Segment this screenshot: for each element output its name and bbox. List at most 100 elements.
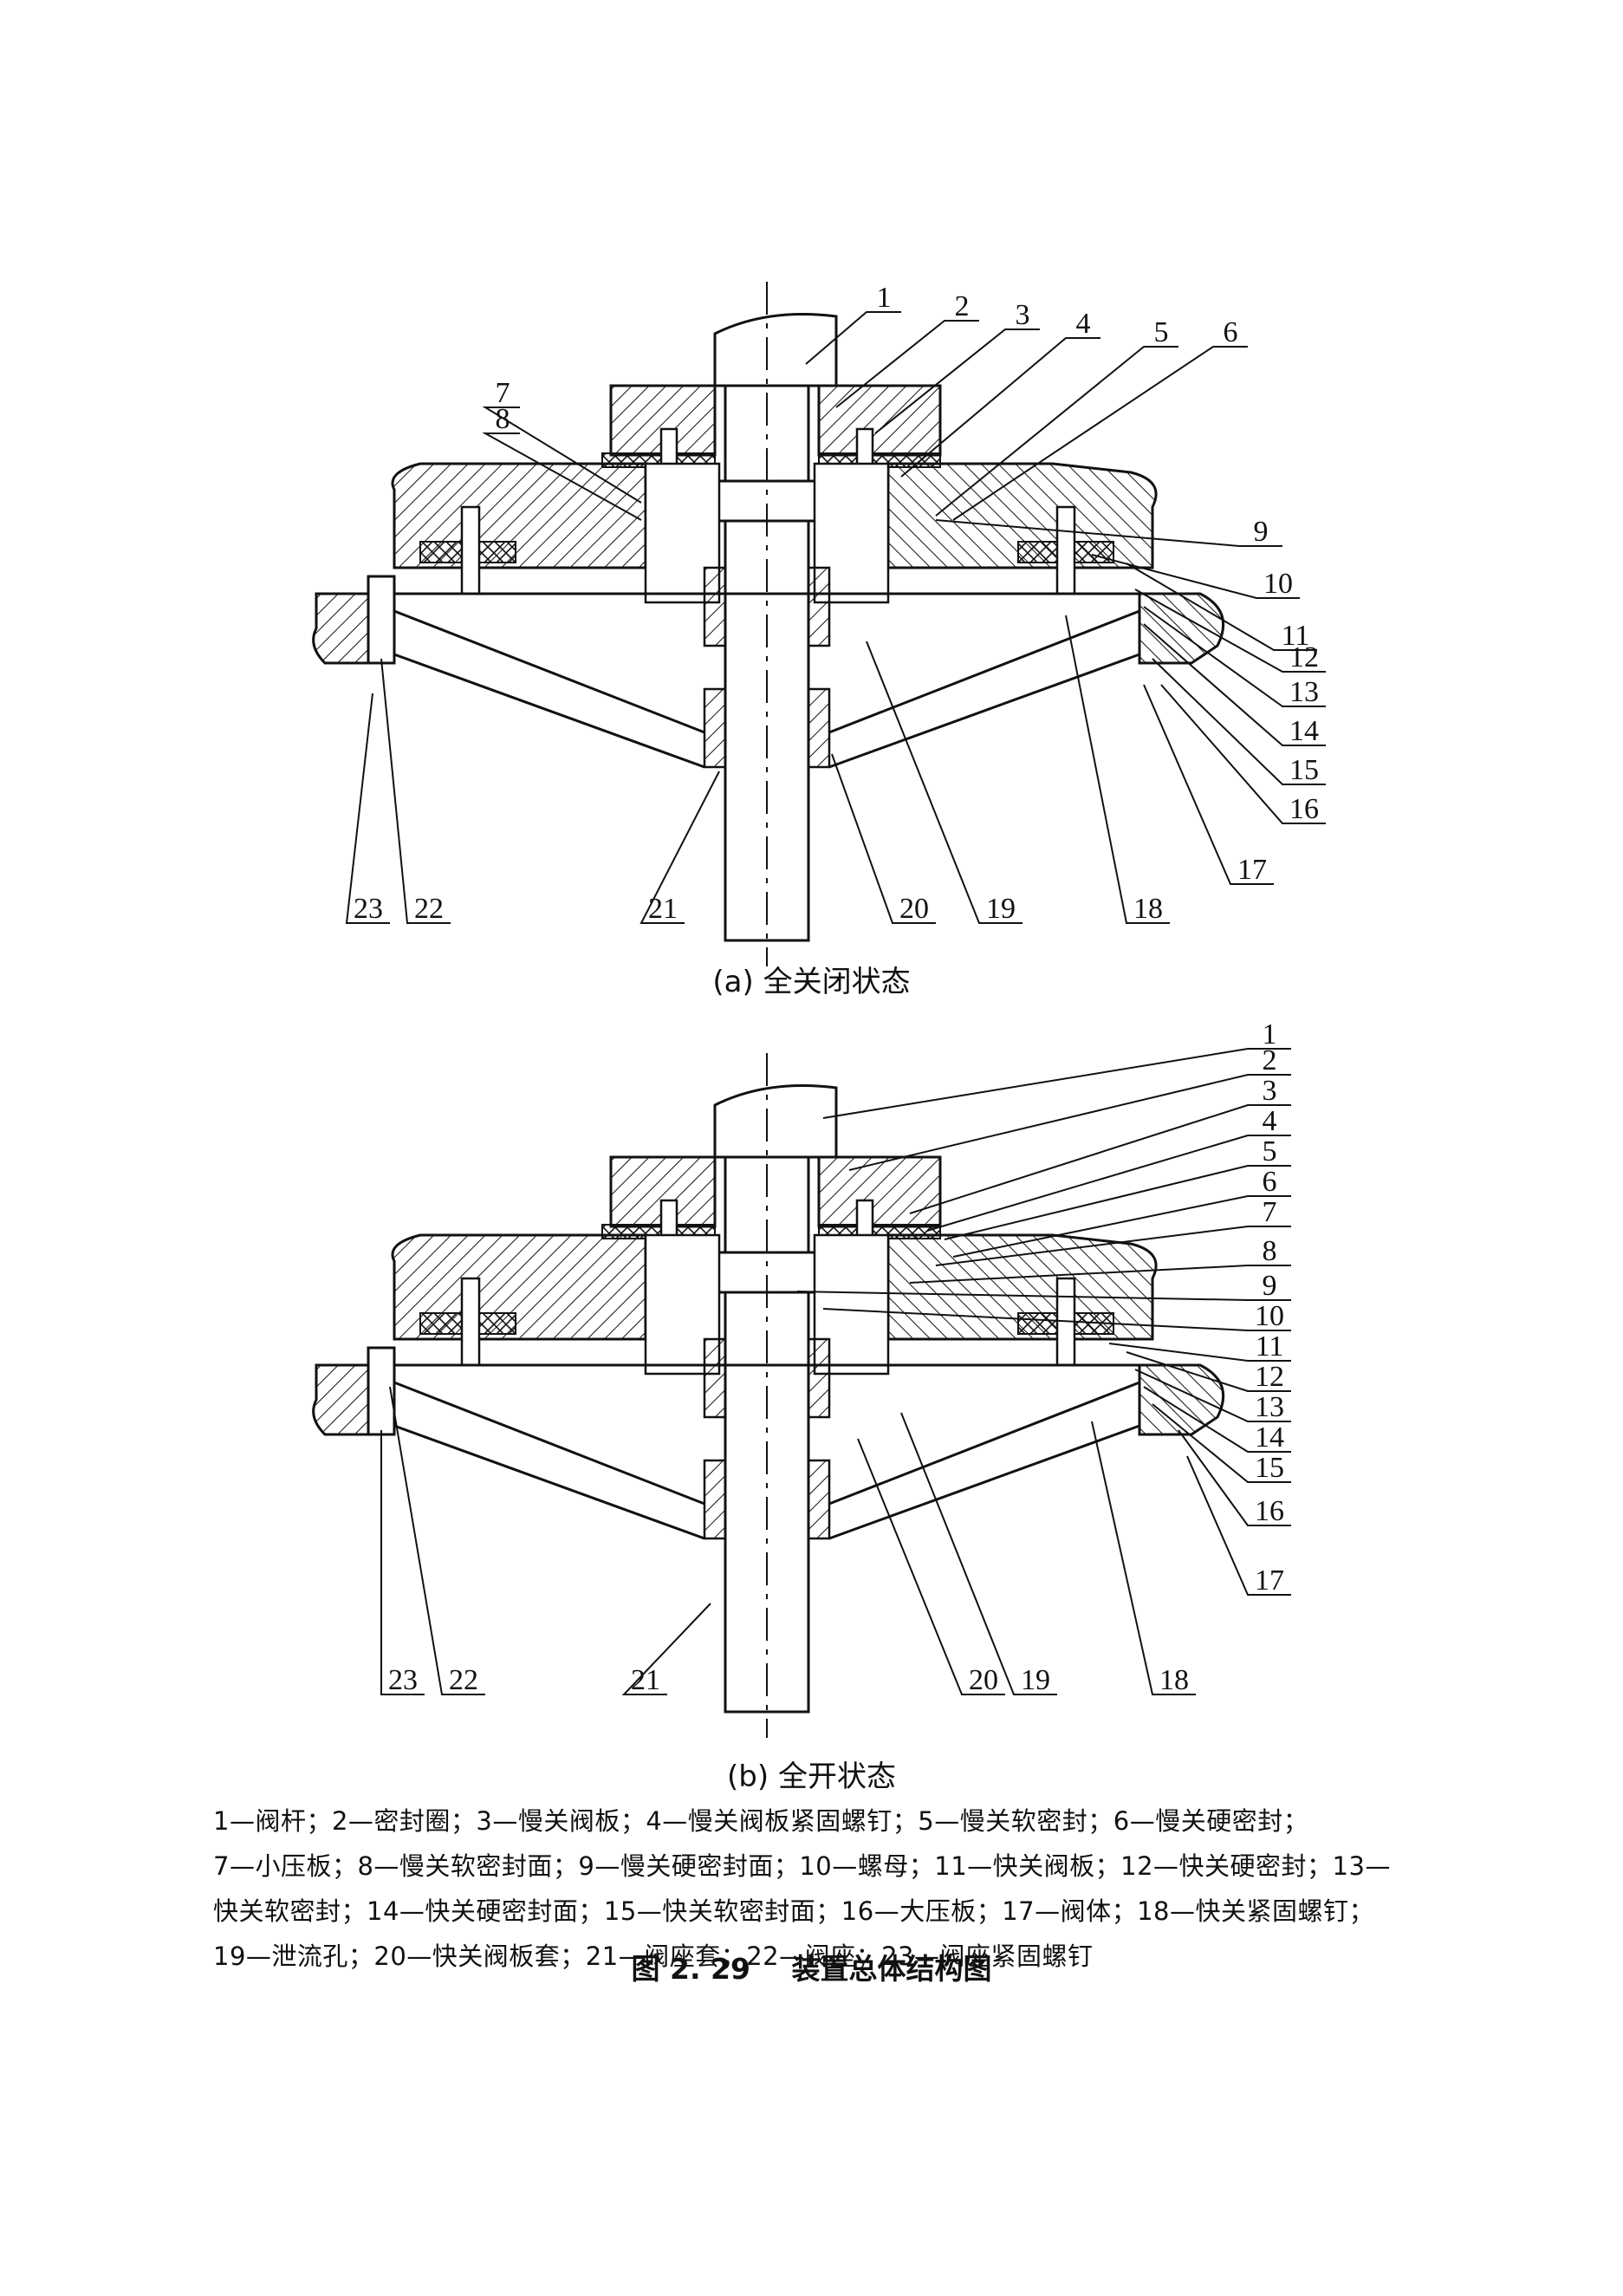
leader-line [639, 771, 720, 924]
leader-line [380, 1430, 425, 1695]
part-number-label: 17 [1237, 854, 1267, 886]
caption-a: (a) 全关闭状态 [712, 965, 911, 999]
leader-line [900, 337, 1100, 478]
legend-line: 19—泄流孔；20—快关阀板套；21—阀座套；22—阀座；23—阀座紧固螺钉 [213, 1942, 1094, 1971]
leader-line [1152, 1403, 1291, 1483]
part-number-label: 2 [1263, 1044, 1277, 1076]
part-number-label: 9 [1263, 1270, 1277, 1302]
part-number-label: 4 [1263, 1105, 1277, 1137]
part-number-label: 20 [899, 893, 929, 925]
leader-line [909, 1265, 1291, 1284]
part-number-label: 12 [1289, 641, 1319, 673]
part-number-label: 19 [986, 893, 1016, 925]
part-number-label: 16 [1255, 1495, 1284, 1527]
part-number-label: 18 [1133, 893, 1163, 925]
leader-line [952, 346, 1248, 521]
part-number-label: 1 [1263, 1018, 1277, 1050]
leader-line [831, 753, 936, 924]
leader-line [1065, 615, 1170, 924]
part-number-label: 10 [1255, 1300, 1284, 1332]
part-number-label: 22 [414, 893, 444, 925]
leader-line [389, 1386, 485, 1695]
part-number-label: 2 [955, 290, 970, 322]
leader-line [935, 1226, 1291, 1266]
part-number-label: 20 [969, 1664, 998, 1696]
leader-line [822, 1308, 1291, 1331]
leader-line [796, 1291, 1291, 1301]
part-number-label: 19 [1021, 1664, 1050, 1696]
part-number-label: 22 [449, 1664, 478, 1696]
leader-line [621, 1603, 711, 1695]
leader-line [848, 1074, 1291, 1171]
leader-line [857, 1438, 1005, 1695]
leader-line [1108, 1343, 1291, 1362]
part-number-label: 6 [1224, 316, 1238, 348]
leader-line [1091, 1421, 1196, 1695]
diagram-fully-open [312, 1051, 1225, 1740]
part-number-label: 21 [648, 893, 678, 925]
part-number-label: 7 [496, 377, 510, 409]
part-number-label: 13 [1289, 676, 1319, 708]
parts-legend: 1—阀杆；2—密封圈；3—慢关阀板；4—慢关阀板紧固螺钉；5—慢关软密封；6—慢… [213, 1798, 1444, 1979]
part-number-label: 7 [1263, 1196, 1277, 1228]
leader-line [952, 1195, 1291, 1258]
part-number-label: 15 [1255, 1452, 1284, 1484]
part-number-label: 5 [1263, 1135, 1277, 1168]
part-number-label: 21 [631, 1664, 660, 1696]
part-number-label: 14 [1255, 1421, 1284, 1454]
part-number-label: 18 [1159, 1664, 1189, 1696]
leader-line [935, 346, 1178, 517]
part-number-label: 12 [1255, 1361, 1284, 1393]
leader-line [1152, 658, 1326, 785]
part-number-label: 11 [1256, 1330, 1284, 1363]
leader-line [935, 519, 1282, 547]
legend-line: 7—小压板；8—慢关软密封面；9—慢关硬密封面；10—螺母；11—快关阀板；12… [213, 1851, 1391, 1881]
leader-line [345, 693, 390, 924]
part-number-label: 3 [1263, 1075, 1277, 1107]
leader-line [835, 320, 979, 408]
leader-line [1143, 684, 1274, 885]
part-number-label: 10 [1263, 568, 1293, 600]
leader-line [380, 658, 451, 924]
legend-line: 1—阀杆；2—密封圈；3—慢关阀板；4—慢关阀板紧固螺钉；5—慢关软密封；6—慢… [213, 1806, 1309, 1836]
leader-line [482, 407, 642, 504]
leader-line [866, 641, 1022, 924]
leader-line [1143, 606, 1326, 707]
leader-line [1143, 623, 1326, 746]
leader-line [1126, 1351, 1291, 1392]
leader-line [1134, 1369, 1291, 1422]
leader-line [944, 1165, 1291, 1240]
leader-line [805, 311, 901, 365]
part-number-label: 17 [1255, 1564, 1284, 1597]
leader-line [482, 433, 642, 521]
leader-line [1186, 1455, 1291, 1596]
part-number-label: 23 [354, 893, 383, 925]
leader-line [1178, 1429, 1291, 1526]
part-number-label: 23 [388, 1664, 418, 1696]
caption-b: (b) 全开状态 [727, 1759, 896, 1794]
part-number-label: 14 [1289, 715, 1319, 747]
figure-number: 图 2. 29 [631, 1952, 750, 1986]
leader-line [874, 328, 1040, 434]
part-number-label: 16 [1289, 793, 1319, 825]
leader-line [822, 1048, 1291, 1119]
part-number-label: 11 [1282, 620, 1310, 652]
leader-line [900, 1412, 1057, 1695]
leader-line [1126, 563, 1317, 651]
part-number-label: 1 [877, 282, 892, 314]
diagram-fully-closed [312, 280, 1225, 968]
leader-line [1134, 589, 1326, 673]
part-number-label: 3 [1016, 299, 1030, 331]
part-number-label: 5 [1154, 316, 1169, 348]
figure-title-text: 装置总体结构图 [791, 1952, 992, 1986]
part-number-label: 9 [1254, 516, 1269, 548]
leader-line [1160, 684, 1326, 824]
leader-line [1143, 1386, 1291, 1453]
part-number-label: 6 [1263, 1166, 1277, 1198]
part-number-label: 13 [1255, 1391, 1284, 1423]
leader-line [926, 1135, 1291, 1232]
part-number-label: 8 [1263, 1235, 1277, 1267]
